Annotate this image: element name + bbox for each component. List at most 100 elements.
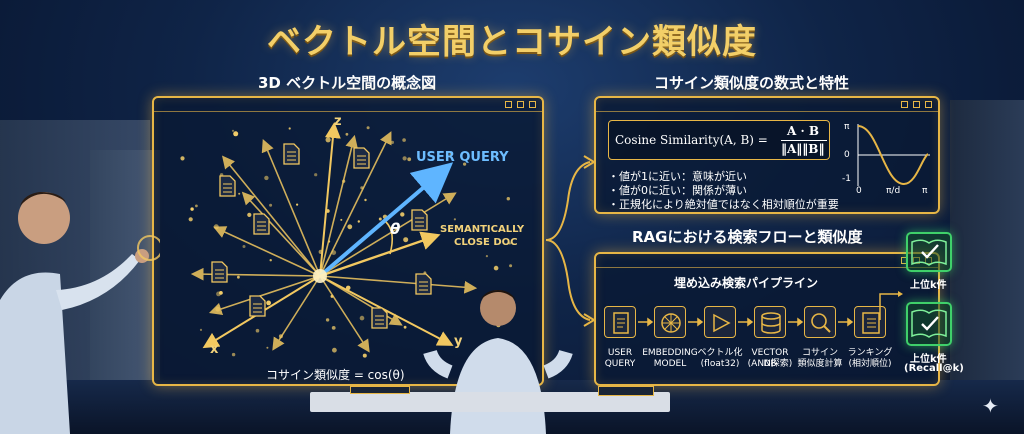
server-rack-right <box>950 100 1024 434</box>
embedding-dot <box>314 173 318 177</box>
pipeline-arrows <box>638 317 854 327</box>
embedding-dot <box>402 138 406 142</box>
formula-panel: Cosine Similarity(A, B) = A · B ‖A‖‖B‖ π… <box>594 96 940 214</box>
embedding-dot <box>231 352 236 357</box>
pipeline-panel: 埋め込み検索パイプライン <box>594 252 940 386</box>
axis-x-label: x <box>210 342 219 357</box>
step-vectorize-label-2: (float32) <box>700 359 740 369</box>
embedding-dot <box>325 137 331 143</box>
document-icon <box>219 175 236 197</box>
embedding-dot <box>508 242 511 245</box>
embedding-dot <box>449 152 453 156</box>
bullet-3: ・正規化により絶対値ではなく相対順位が重要 <box>608 198 839 211</box>
vector-ray <box>208 275 321 316</box>
step-embedding-label-1: EMBEDDING <box>642 348 698 358</box>
formula-box: Cosine Similarity(A, B) = A · B ‖A‖‖B‖ <box>608 120 830 160</box>
bullet-1: ・値が1に近い：意味が近い <box>608 170 747 183</box>
person-standing <box>0 192 160 434</box>
minimize-icon[interactable] <box>505 101 512 108</box>
embedding-dot <box>296 203 299 206</box>
embedding-dot <box>269 203 273 207</box>
embedding-dot <box>266 346 269 349</box>
step-vectorize-icon[interactable] <box>704 306 736 338</box>
step-cosine-label-1: コサイン <box>801 348 838 358</box>
vector-ray <box>221 155 321 277</box>
embedding-dot <box>195 204 198 208</box>
document-icon <box>253 213 270 235</box>
graph-tick-ytop: π <box>844 122 850 132</box>
pipeline-title: 埋め込み検索パイプライン <box>674 276 819 290</box>
vector-ray <box>319 275 478 294</box>
step-cosine-label-2: 類似度計算 <box>797 359 843 369</box>
embedding-dot <box>485 255 488 258</box>
doc-label-line1: SEMANTICALLY <box>440 224 525 235</box>
embedding-dot <box>403 325 407 329</box>
step-cosine-calc-icon[interactable] <box>804 306 836 338</box>
user-query-label: USER QUERY <box>416 150 509 165</box>
sparkle-icon: ✦ <box>982 394 999 418</box>
minimize-icon[interactable] <box>901 101 908 108</box>
vector-ray <box>261 139 321 277</box>
top-k-recall-book-icon[interactable] <box>906 302 952 346</box>
step-user-query-icon[interactable] <box>604 306 636 338</box>
document-icon <box>353 147 370 169</box>
page-title: ベクトル空間とコサイン類似度 <box>267 22 757 62</box>
graph-tick-ybot: -1 <box>842 174 851 184</box>
document-icon <box>371 307 388 329</box>
embedding-dot <box>266 300 271 306</box>
theta-label: θ <box>390 220 401 238</box>
vector-space-diagram <box>180 122 513 358</box>
embedding-dot <box>347 224 353 230</box>
close-icon[interactable] <box>529 101 536 108</box>
vector-ray <box>319 192 457 277</box>
vector-ray <box>241 191 321 277</box>
embedding-dot <box>390 140 394 144</box>
document-icon <box>411 209 428 231</box>
formula-numerator: A · B <box>787 124 819 138</box>
close-icon[interactable] <box>925 101 932 108</box>
embedding-dot <box>332 347 337 353</box>
maximize-icon[interactable] <box>517 101 524 108</box>
top-k-book-icon[interactable] <box>906 232 952 272</box>
vector-ray <box>272 275 321 351</box>
desk <box>310 392 670 412</box>
step-vector-db-icon[interactable] <box>754 306 786 338</box>
step-embedding-label-2: MODEL <box>653 359 687 369</box>
cos-caption: コサイン類似度 = cos(θ) <box>266 368 405 382</box>
embedding-dot <box>403 237 409 243</box>
embedding-dot <box>325 318 330 322</box>
embedding-dot <box>364 198 367 202</box>
embedding-dot <box>362 353 367 358</box>
vector-space-panel: z x y USER QUERY θ SEMANTICALLY CLOSE DO… <box>152 96 544 386</box>
embedding-dot <box>366 126 370 130</box>
document-icon <box>283 143 300 165</box>
graph-tick-x0: 0 <box>856 186 862 196</box>
embedding-dot <box>357 220 360 223</box>
graph-tick-ymid: 0 <box>844 150 850 160</box>
panel-title-bar <box>154 98 542 112</box>
axis-y-label: y <box>454 334 463 349</box>
doc-vector <box>319 231 441 278</box>
embedding-dot <box>231 129 235 132</box>
pipeline-panel-title-bar <box>596 254 938 268</box>
embedding-dot <box>264 175 269 181</box>
embedding-dot <box>506 197 510 201</box>
step-embedding-model-icon[interactable] <box>654 306 686 338</box>
embedding-dot <box>255 328 260 333</box>
document-icon <box>249 295 266 317</box>
left-section-heading: 3D ベクトル空間の概念図 <box>258 74 437 92</box>
embedding-dot <box>407 157 412 162</box>
step-vectorize-label-1: ベクトル化 <box>697 348 743 358</box>
keyboard-device <box>350 386 410 394</box>
fraction-bar <box>781 140 827 141</box>
right-top-heading: コサイン類似度の数式と特性 <box>654 74 850 92</box>
embedding-dot <box>180 156 185 161</box>
step-vector-db-label-2: (ANN探索) <box>747 359 793 369</box>
embedding-dot <box>242 245 246 248</box>
embedding-dot <box>247 212 252 217</box>
right-bottom-heading: RAGにおける検索フローと類似度 <box>632 228 863 246</box>
embedding-dot <box>493 265 499 271</box>
top-k-label: 上位k件 <box>910 280 947 291</box>
maximize-icon[interactable] <box>913 101 920 108</box>
